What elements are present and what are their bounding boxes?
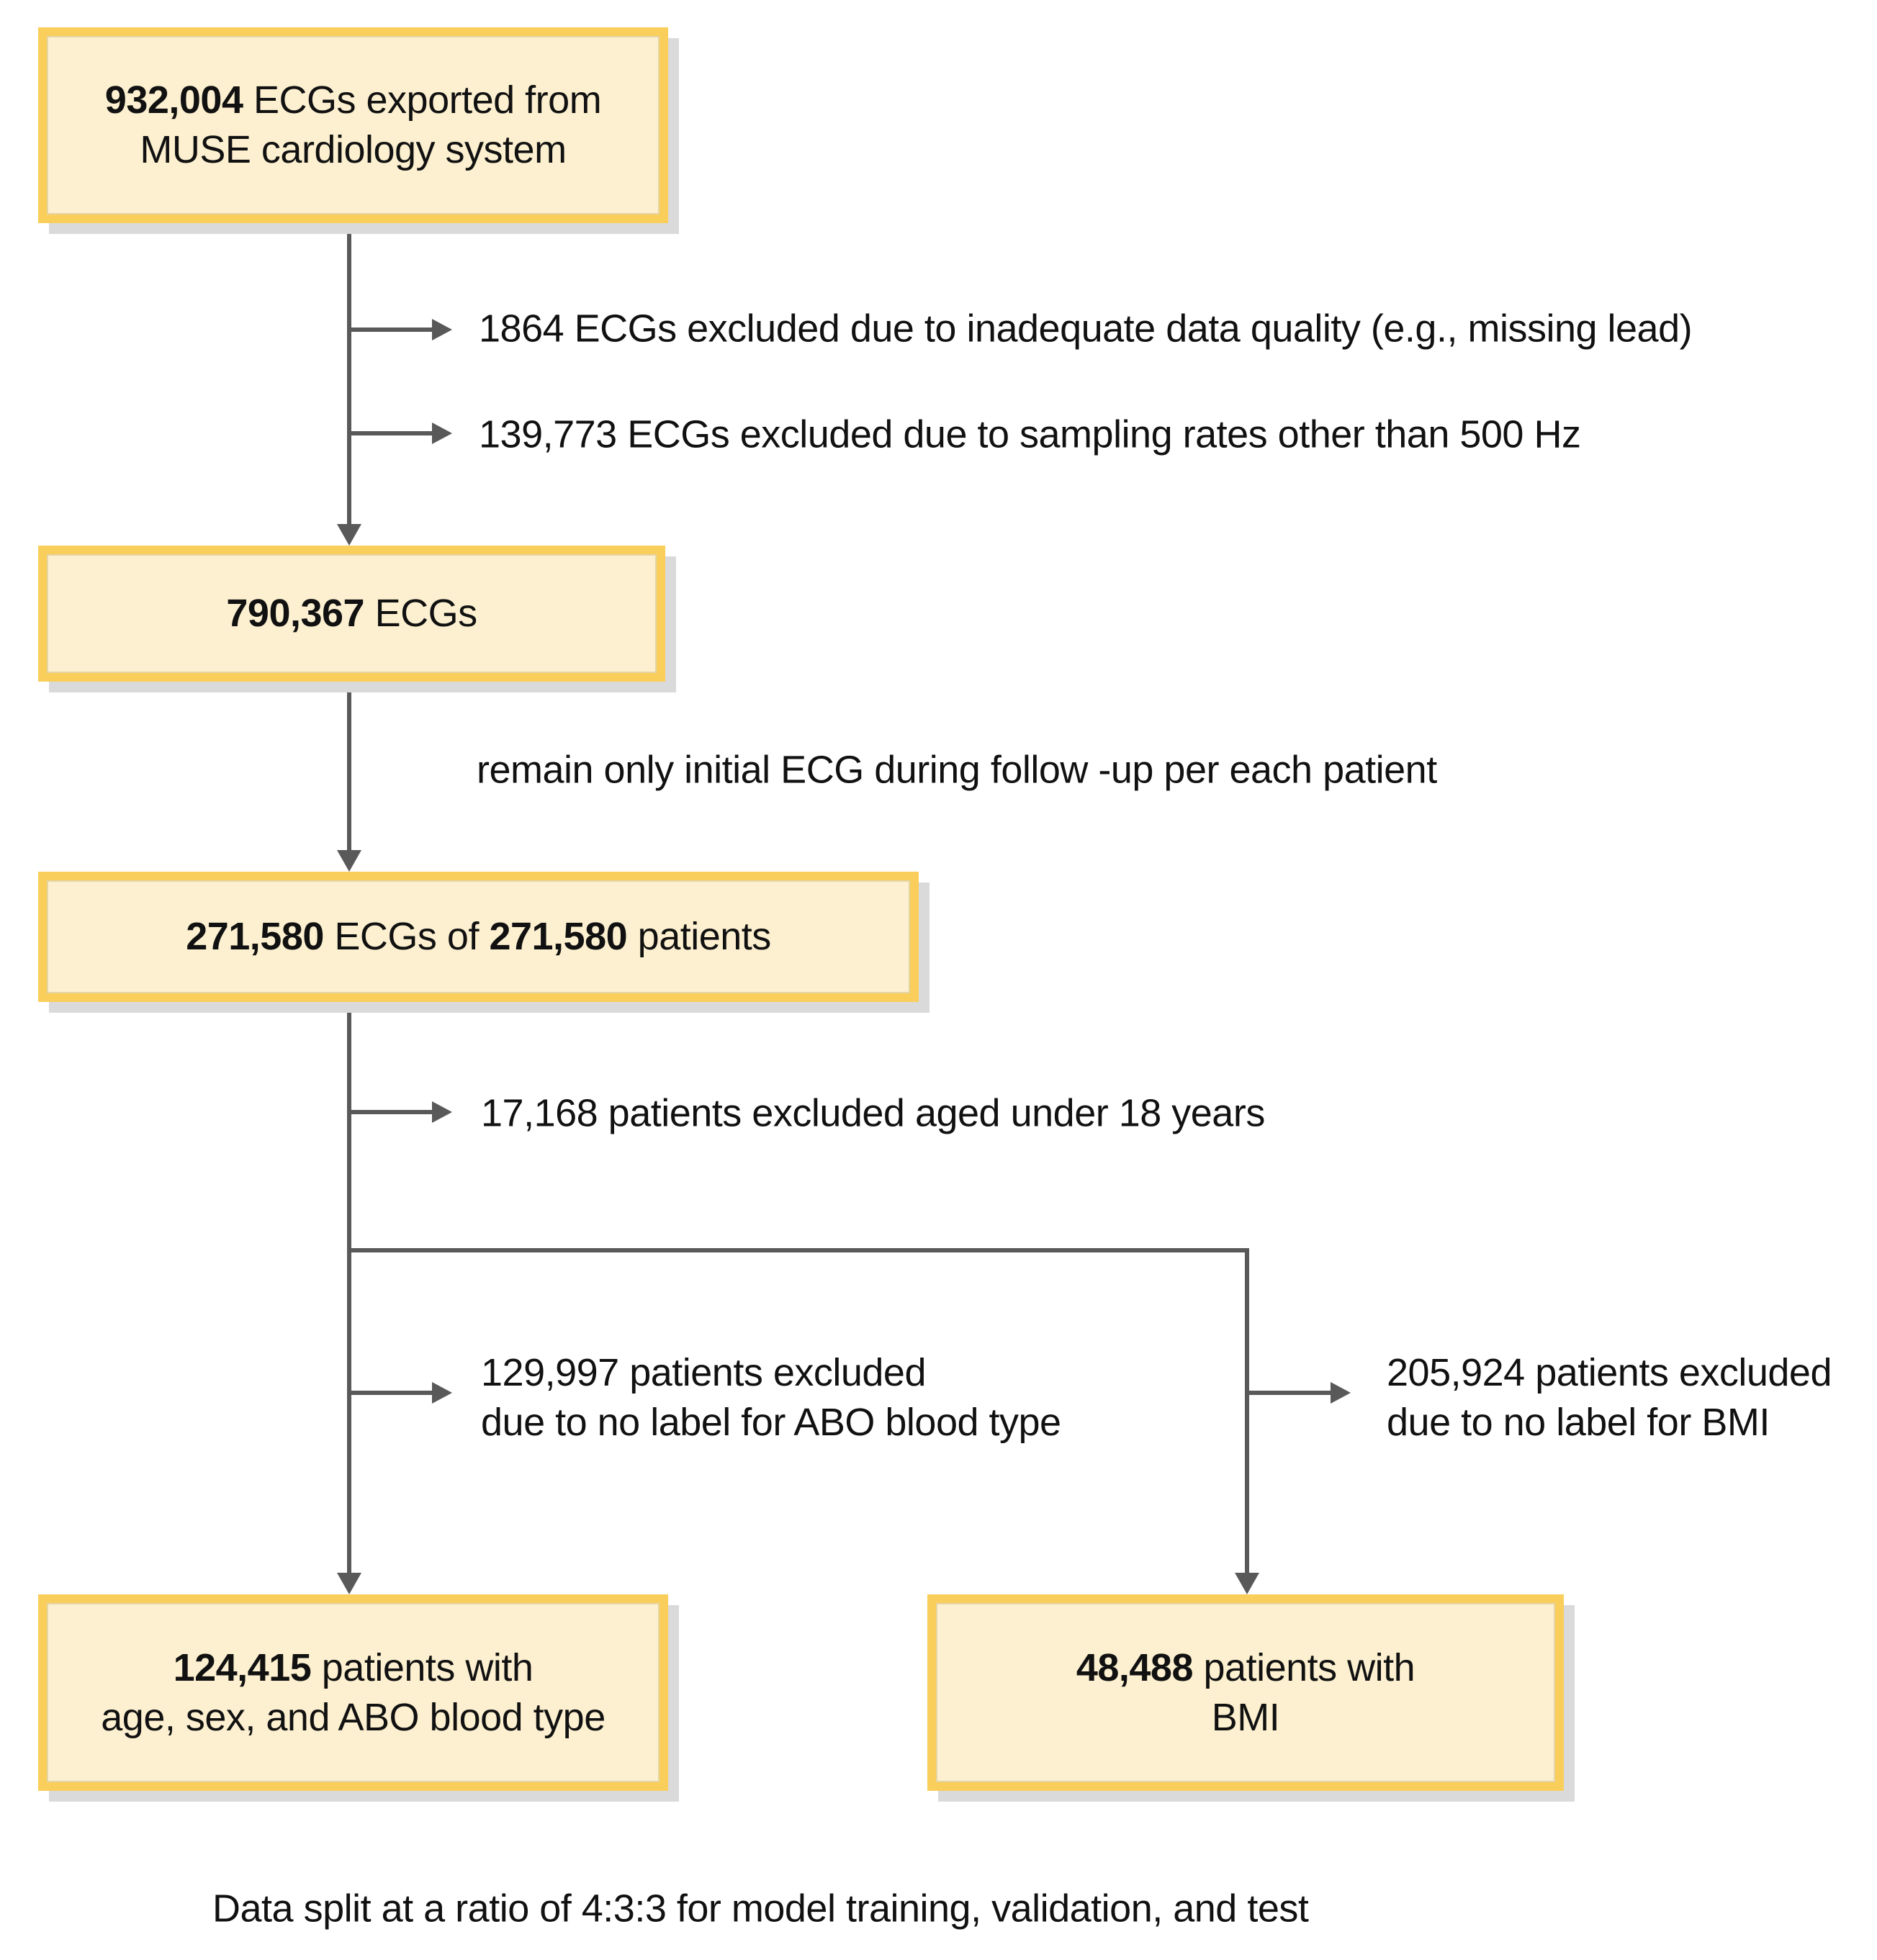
connector-branch-left-drop (347, 1248, 351, 1574)
box-abo-cohort-text: 124,415 patients with age, sex, and ABO … (101, 1645, 606, 1739)
box-ecgs-exported-text: 932,004 ECGs exported from MUSE cardiolo… (104, 78, 602, 171)
stub-exclusion-quality (349, 328, 432, 332)
annotation-excluded-bmi: 205,924 patients excluded due to no labe… (1387, 1351, 1832, 1444)
arrowhead-exclusion-bmi-icon (1331, 1382, 1351, 1404)
ecgs-remaining-count: 790,367 (226, 592, 365, 635)
initial-patients-count: 271,580 (489, 915, 628, 958)
annotation-excluded-age: 17,168 patients excluded aged under 18 y… (481, 1091, 1265, 1135)
arrowhead-exclusion-abo-icon (432, 1382, 452, 1404)
ecgs-exported-count: 932,004 (104, 78, 243, 122)
box-bmi-cohort: 48,488 patients with BMI (927, 1594, 1564, 1791)
box-abo-cohort: 124,415 patients with age, sex, and ABO … (38, 1594, 668, 1791)
arrowhead-exclusion-sampling-icon (432, 423, 452, 444)
connector-branch-right-drop (1245, 1248, 1249, 1574)
arrowhead-into-box3-icon (337, 850, 361, 872)
box-initial-ecgs: 271,580 ECGs of 271,580 patients (38, 872, 919, 1002)
connector-branch-split (347, 1248, 1249, 1252)
box-initial-ecgs-text: 271,580 ECGs of 271,580 patients (186, 915, 771, 958)
box-bmi-cohort-text: 48,488 patients with BMI (1076, 1645, 1415, 1739)
connector-box3-to-branch (347, 1002, 351, 1252)
connector-box2-to-box3 (347, 682, 351, 852)
caption-data-split: Data split at a ratio of 4:3:3 for model… (212, 1887, 1309, 1930)
arrowhead-into-box2-icon (337, 524, 361, 546)
annotation-excluded-abo: 129,997 patients excluded due to no labe… (481, 1351, 1061, 1444)
stub-exclusion-bmi (1247, 1391, 1331, 1395)
arrowhead-into-bmi-box-icon (1235, 1573, 1259, 1594)
arrowhead-exclusion-quality-icon (432, 319, 452, 340)
arrowhead-exclusion-age-icon (432, 1101, 452, 1123)
stub-exclusion-age (349, 1110, 432, 1114)
box-ecgs-exported: 932,004 ECGs exported from MUSE cardiolo… (38, 27, 668, 223)
initial-ecgs-count: 271,580 (186, 915, 324, 958)
stub-exclusion-abo (349, 1391, 432, 1395)
arrowhead-into-abo-box-icon (337, 1573, 361, 1594)
annotation-initial-ecg-note: remain only initial ECG during follow -u… (477, 748, 1437, 792)
annotation-excluded-sampling: 139,773 ECGs excluded due to sampling ra… (479, 412, 1581, 456)
box-ecgs-remaining-text: 790,367 ECGs (226, 592, 477, 635)
bmi-cohort-count: 48,488 (1076, 1645, 1194, 1689)
abo-cohort-count: 124,415 (173, 1645, 312, 1689)
stub-exclusion-sampling (349, 431, 432, 435)
box-ecgs-remaining: 790,367 ECGs (38, 546, 665, 682)
annotation-excluded-quality: 1864 ECGs excluded due to inadequate dat… (479, 307, 1693, 351)
connector-box1-to-box2 (347, 223, 351, 525)
